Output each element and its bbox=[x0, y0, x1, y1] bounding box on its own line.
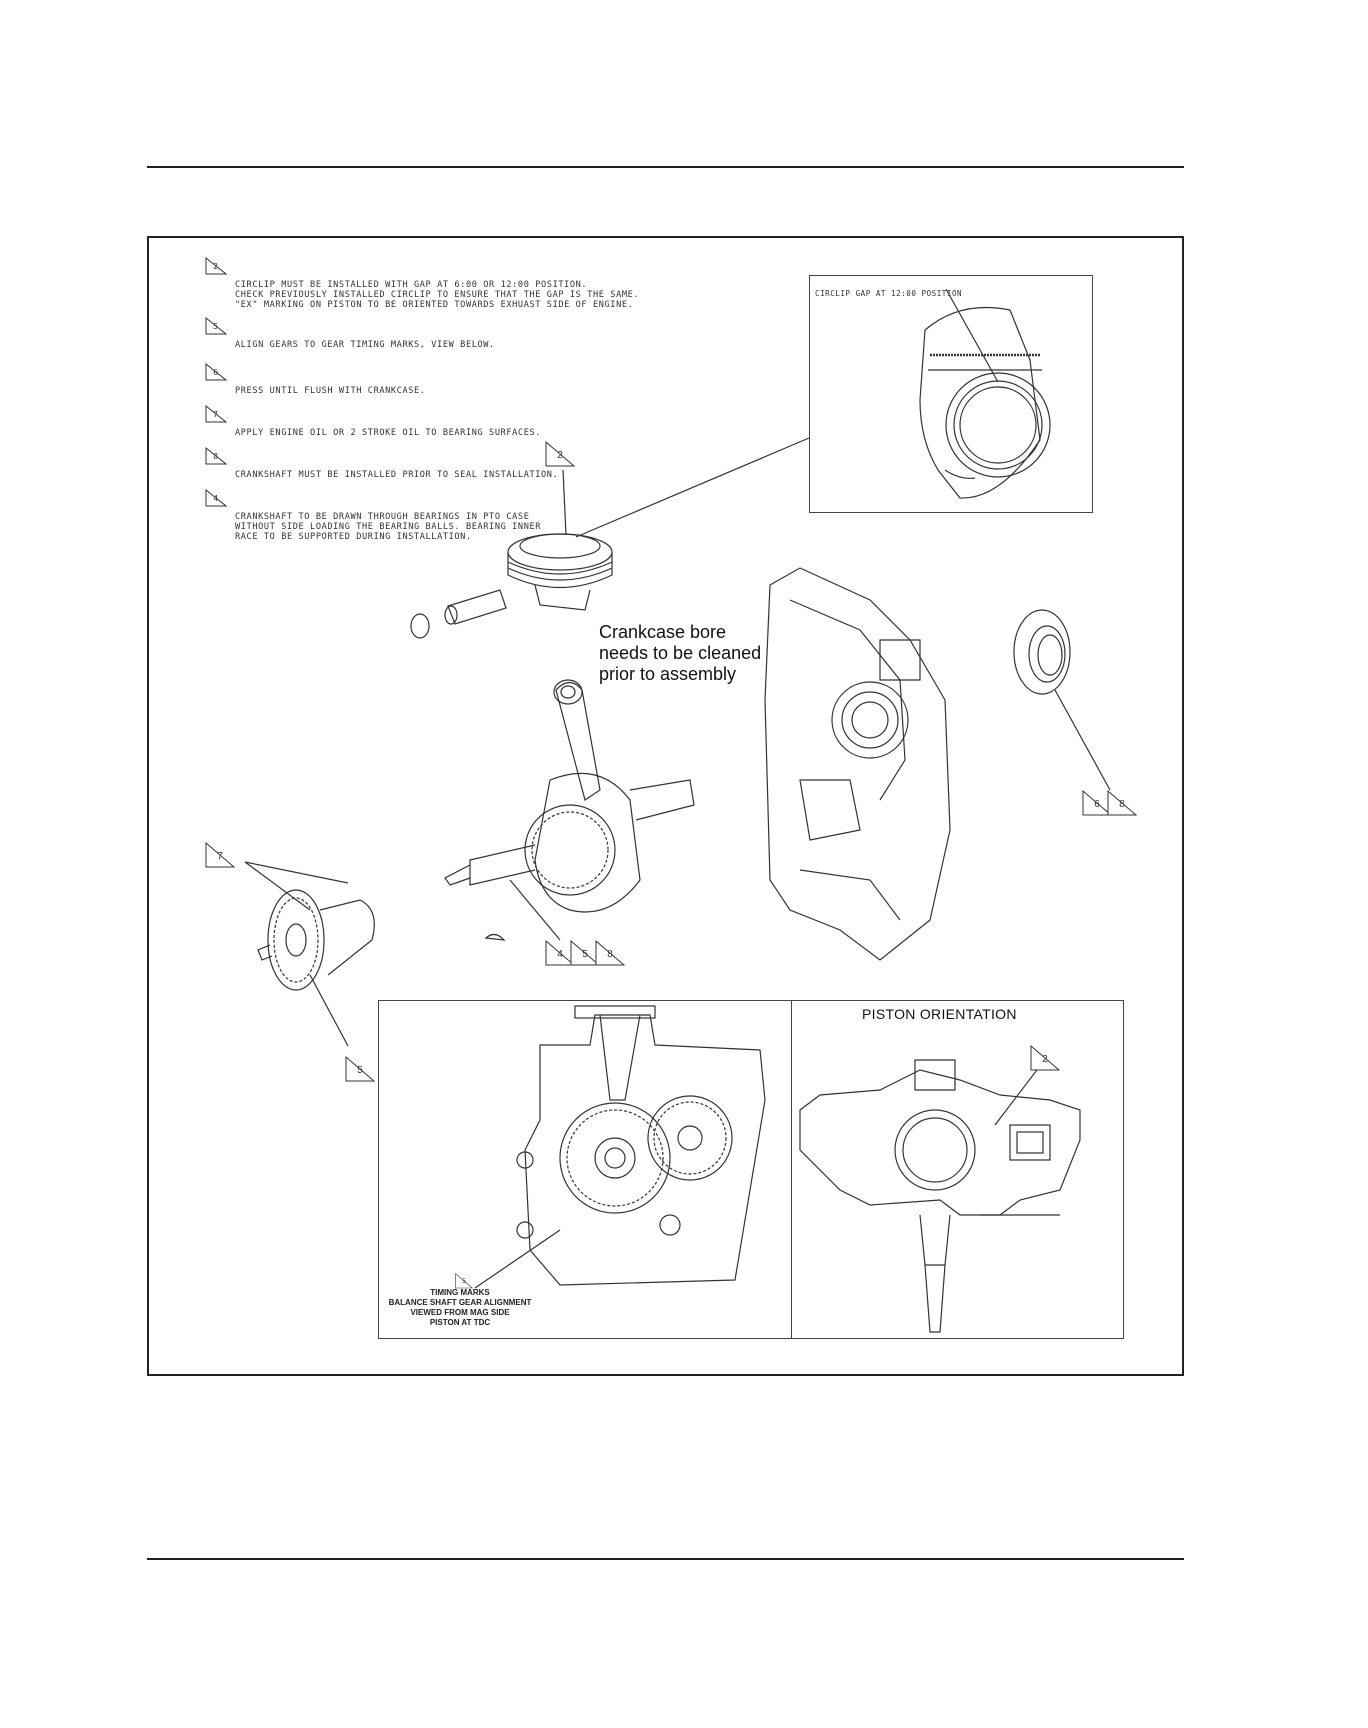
flag-timing-5: 5 bbox=[455, 1272, 474, 1289]
flag-seal-6: 6 bbox=[1082, 789, 1113, 816]
piston-drawing bbox=[507, 533, 613, 611]
note-flag-icon: 5 bbox=[205, 317, 227, 335]
note-flag-icon: 7 bbox=[205, 405, 227, 423]
crankshaft-drawing bbox=[444, 679, 695, 941]
balance-shaft-drawing bbox=[257, 889, 375, 991]
flag-crank-5: 5 bbox=[570, 939, 601, 966]
piston-closeup-drawing bbox=[919, 306, 1051, 499]
flag-balance-5: 5 bbox=[345, 1055, 376, 1082]
crankcase-bore-callout: Crankcase bore needs to be cleaned prior… bbox=[599, 622, 762, 684]
header-rule bbox=[147, 166, 1184, 168]
note-flag-icon: 6 bbox=[205, 363, 227, 381]
circlip-inset-label: CIRCLIP GAP AT 12:00 POSITION bbox=[815, 289, 963, 298]
flag-balance-7: 7 bbox=[205, 841, 236, 868]
note-flag-icon: 8 bbox=[205, 447, 227, 465]
crankcase-drawing bbox=[764, 567, 951, 961]
flag-seal-8: 8 bbox=[1107, 789, 1138, 816]
footer-rule bbox=[147, 1558, 1184, 1560]
seal-drawing bbox=[1013, 609, 1071, 695]
timing-marks-inset bbox=[378, 1000, 792, 1339]
note-crankshaft-drawn: 4 CRANKSHAFT TO BE DRAWN THROUGH BEARING… bbox=[205, 489, 645, 542]
timing-marks-caption: TIMING MARKS BALANCE SHAFT GEAR ALIGNMEN… bbox=[388, 1288, 532, 1327]
flag-piston-2: 2 bbox=[545, 440, 576, 467]
note-circlip: 2 CIRCLIP MUST BE INSTALLED WITH GAP AT … bbox=[205, 257, 645, 310]
flag-orientation-2: 2 bbox=[1030, 1044, 1061, 1071]
flag-crank-4: 4 bbox=[545, 939, 576, 966]
timing-view-drawing bbox=[474, 1005, 766, 1289]
note-crankshaft-prior: 8 CRANKSHAFT MUST BE INSTALLED PRIOR TO … bbox=[205, 447, 645, 480]
diagram-frame bbox=[147, 236, 1184, 1376]
orientation-view-drawing bbox=[799, 1059, 1081, 1333]
note-press-flush: 6 PRESS UNTIL FLUSH WITH CRANKCASE. bbox=[205, 363, 645, 396]
assembly-notes: 2 CIRCLIP MUST BE INSTALLED WITH GAP AT … bbox=[205, 257, 645, 552]
note-align-gears: 5 ALIGN GEARS TO GEAR TIMING MARKS, VIEW… bbox=[205, 317, 645, 350]
note-apply-oil: 7 APPLY ENGINE OIL OR 2 STROKE OIL TO BE… bbox=[205, 405, 645, 438]
piston-orientation-title: PISTON ORIENTATION bbox=[862, 1006, 1017, 1022]
note-flag-icon: 4 bbox=[205, 489, 227, 507]
note-flag-icon: 2 bbox=[205, 257, 227, 275]
flag-crank-8: 8 bbox=[595, 939, 626, 966]
